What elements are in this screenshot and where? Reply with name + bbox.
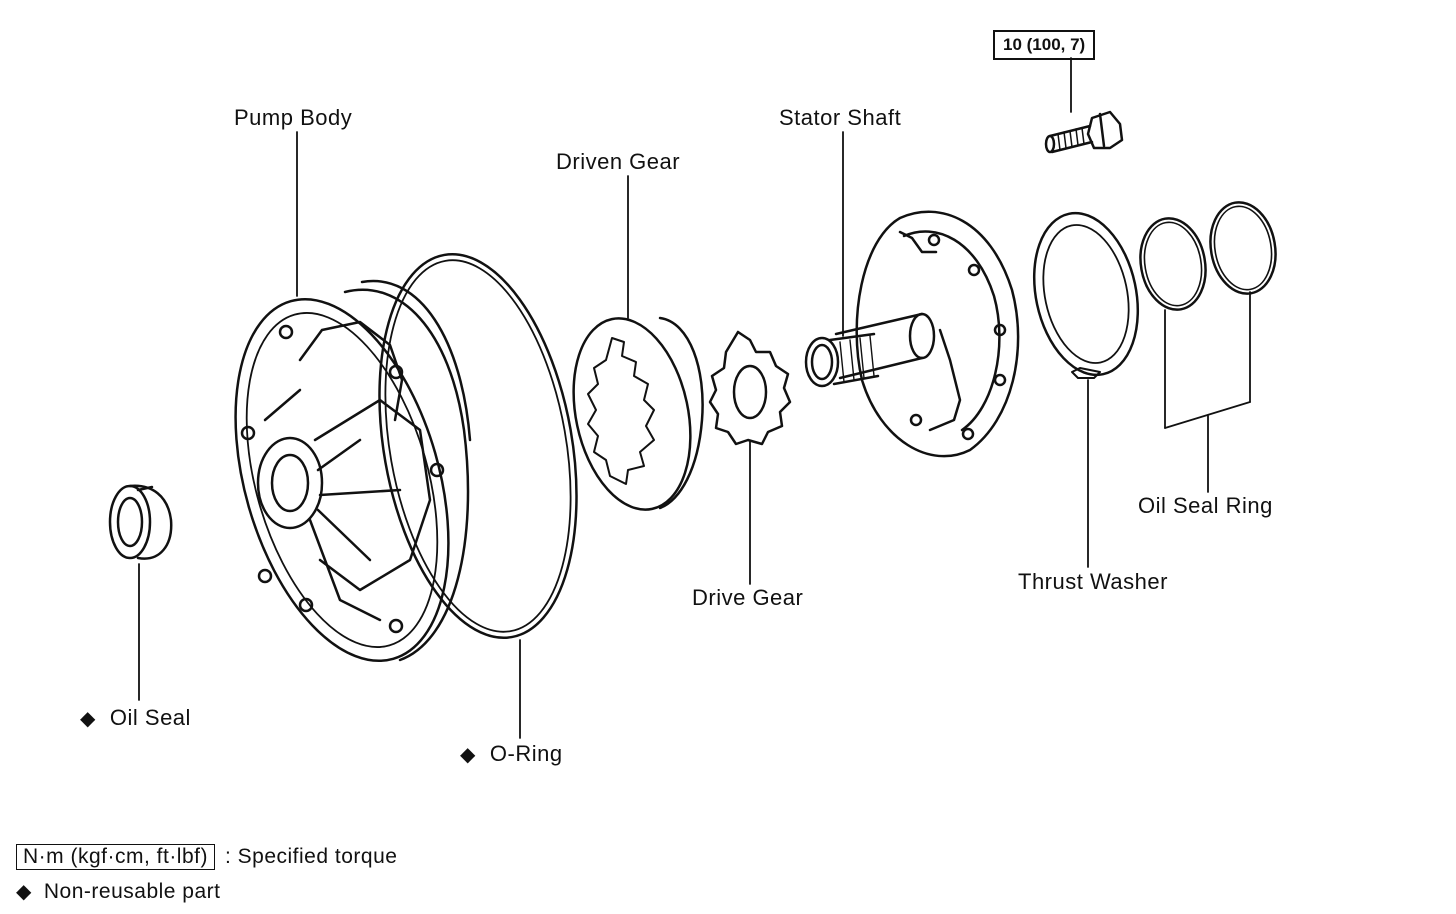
thrust-washer-label: Thrust Washer (1018, 569, 1168, 594)
o-ring-part (378, 253, 578, 639)
oil-seal-rings-part (1139, 201, 1277, 311)
nonreusable-diamond-icon: ◆ (460, 744, 476, 766)
legend-torque: N·m (kgf·cm, ft·lbf) : Specified torque (16, 844, 397, 870)
o-ring-text: O-Ring (489, 741, 563, 766)
pump-body-part (234, 279, 472, 663)
leader-lines (138, 57, 1251, 739)
o-ring-label: ◆ O-Ring (460, 742, 563, 767)
oil-seal-part (108, 484, 173, 560)
nonreusable-diamond-icon: ◆ (80, 708, 96, 730)
legend-torque-desc: : Specified torque (224, 845, 398, 868)
driven-gear-label: Driven Gear (556, 149, 681, 174)
bolt-part (1044, 110, 1124, 154)
legend-nonreusable-desc: Non-reusable part (43, 880, 221, 903)
oil-seal-text: Oil Seal (109, 705, 191, 730)
thrust-washer-part (1032, 211, 1140, 379)
drive-gear-label: Drive Gear (692, 585, 804, 610)
legend-nonreusable: ◆ Non-reusable part (16, 880, 220, 904)
oil-seal-label: ◆ Oil Seal (80, 706, 191, 731)
drive-gear-part (708, 330, 792, 446)
stator-shaft-label: Stator Shaft (779, 105, 902, 130)
oil-seal-ring-label: Oil Seal Ring (1138, 493, 1273, 518)
nonreusable-diamond-icon: ◆ (16, 881, 32, 903)
stator-shaft-part (804, 210, 1020, 458)
driven-gear-part (572, 316, 704, 511)
torque-spec-box: 10 (100, 7) (993, 30, 1096, 60)
legend-torque-unit-box: N·m (kgf·cm, ft·lbf) (16, 844, 215, 870)
pump-body-label: Pump Body (234, 105, 353, 130)
